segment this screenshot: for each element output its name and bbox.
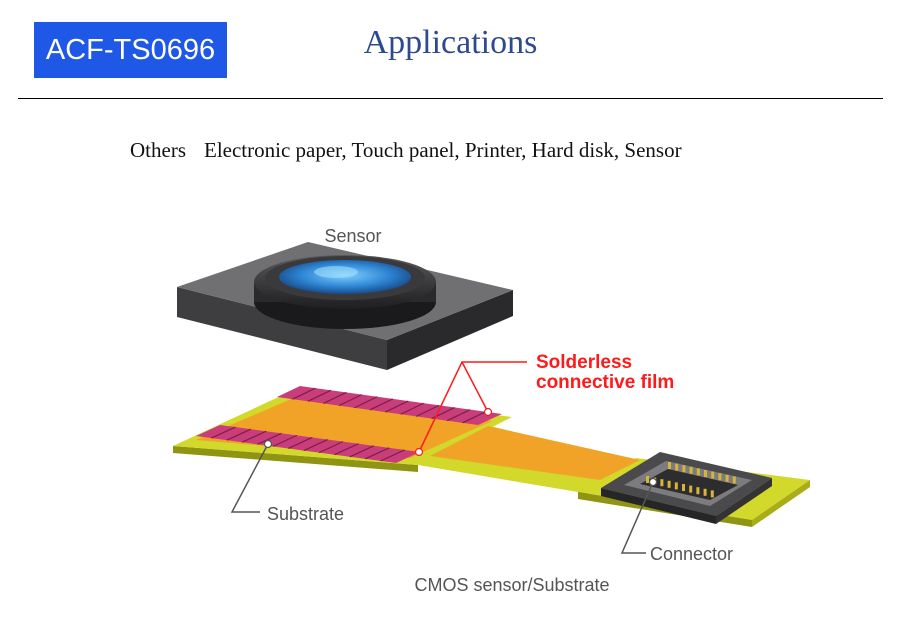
pad-divider xyxy=(318,441,344,454)
diagram-caption: CMOS sensor/Substrate xyxy=(414,575,609,595)
pad-divider xyxy=(462,411,486,424)
pad-divider xyxy=(400,402,424,415)
pad-divider xyxy=(272,434,298,447)
connector-label: Connector xyxy=(650,544,733,564)
intro-line: Others Electronic paper, Touch panel, Pri… xyxy=(130,138,682,163)
connector-pin xyxy=(703,488,707,496)
connector-pin xyxy=(674,482,678,490)
sensor-part xyxy=(177,242,513,370)
pad-divider xyxy=(354,396,378,409)
connector-pin xyxy=(718,473,722,481)
header-divider xyxy=(18,98,883,99)
page-title: Applications xyxy=(363,24,538,61)
connector-pin xyxy=(711,471,715,479)
pad-divider xyxy=(349,445,375,458)
pad-divider xyxy=(334,443,359,456)
intro-category: Others xyxy=(130,138,186,162)
leader-lines xyxy=(230,361,654,554)
pad-divider xyxy=(303,438,328,452)
connector-pin xyxy=(660,479,664,487)
connector-pin xyxy=(682,465,686,473)
connector-pin xyxy=(668,462,671,469)
pad-divider xyxy=(364,447,390,460)
pad-divider xyxy=(338,394,363,407)
connector-part xyxy=(601,452,772,524)
connector-pin xyxy=(696,468,700,476)
connector-pin xyxy=(710,490,714,498)
film-label-line2: connective film xyxy=(536,372,674,393)
pad-divider xyxy=(307,389,332,402)
connector-pin xyxy=(667,480,671,488)
pad-divider xyxy=(241,430,267,443)
connector-pin xyxy=(732,476,736,484)
pad-divider xyxy=(446,409,471,422)
pad-divider xyxy=(211,426,236,439)
product-badge: ACF-TS0696 xyxy=(34,22,227,78)
pad-divider xyxy=(369,398,394,411)
connector-pin xyxy=(689,466,693,474)
pad-divider xyxy=(292,387,316,400)
film-pointer-dot-1 xyxy=(414,447,424,457)
pad-divider xyxy=(415,404,440,417)
connector-pin xyxy=(689,485,693,493)
pad-divider xyxy=(257,432,282,445)
connector-pin xyxy=(696,487,700,495)
connector-pin xyxy=(682,484,685,491)
pad-divider xyxy=(380,449,405,462)
substrate-label: Substrate xyxy=(267,504,344,524)
pad-divider xyxy=(226,428,252,441)
connector-pin xyxy=(725,474,729,482)
connector-pin xyxy=(646,476,649,483)
connector-pin xyxy=(704,470,707,477)
sensor-label: Sensor xyxy=(324,226,381,246)
film-label-line1: Solderless xyxy=(536,352,632,373)
substrate-pointer-dot xyxy=(263,439,273,449)
connector-pointer-dot xyxy=(648,477,658,487)
pad-divider xyxy=(384,400,409,413)
pad-divider xyxy=(288,436,313,450)
connector-pin xyxy=(675,463,679,471)
pad-row-top xyxy=(277,386,502,425)
pad-divider xyxy=(323,391,347,405)
film-pointer-dot-2 xyxy=(483,407,493,417)
pad-row-bottom xyxy=(196,425,420,463)
intro-items: Electronic paper, Touch panel, Printer, … xyxy=(204,138,682,162)
